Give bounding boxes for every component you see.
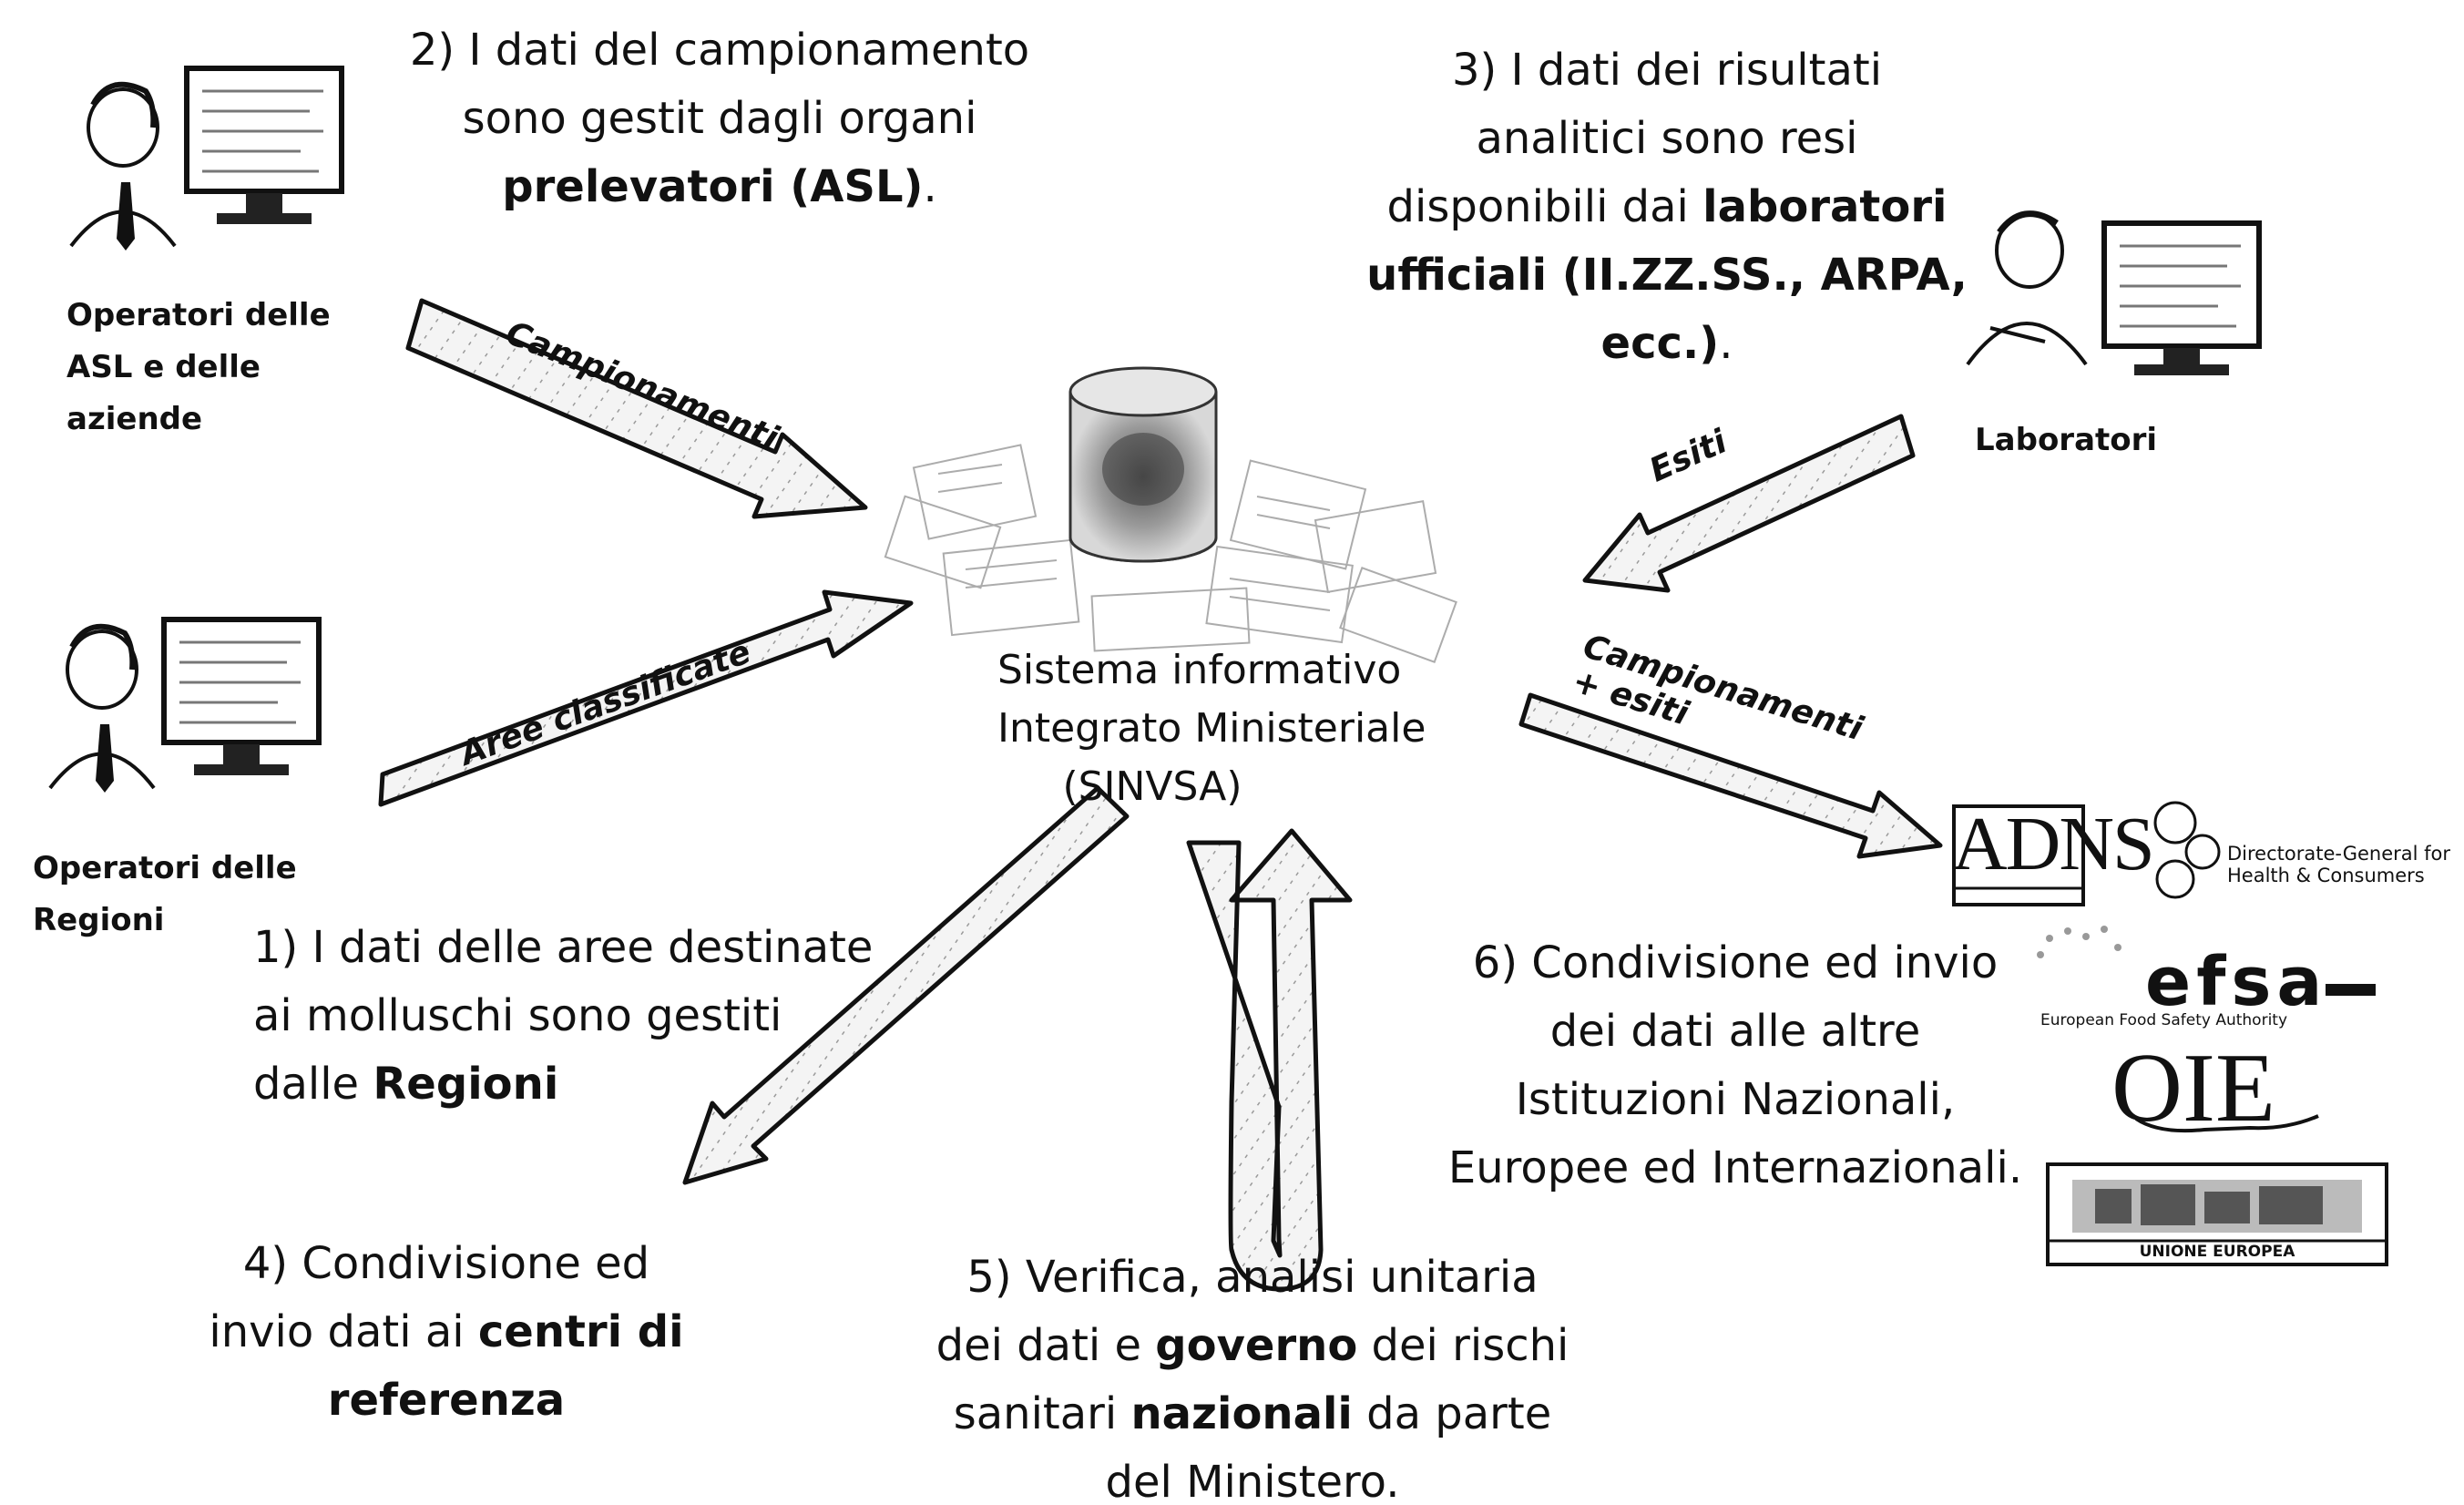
step-5-line4: del Ministero. [1105, 1457, 1400, 1505]
eu-logo-caption: UNIONE EUROPEA [2139, 1243, 2295, 1261]
step-1-line1: 1) I dati delle aree destinate [253, 922, 874, 973]
step-2-line1: 2) I dati del campionamento [409, 25, 1030, 76]
step-5-line3: sanitari nazionali da parte [911, 1380, 1594, 1449]
adns-logo [1952, 804, 2085, 906]
laboratory-operator-icon [1966, 210, 2262, 375]
laboratories-label: Laboratori [1975, 422, 2158, 458]
step-3-line2: analitici sono resi [1476, 113, 1858, 164]
efsa-logo-text: efsa [2145, 943, 2328, 1021]
step-3-line5-bold: ecc.) [1600, 318, 1720, 369]
step-5-line3-suffix: da parte [1352, 1388, 1552, 1439]
arrow-results [1582, 414, 1916, 593]
step-3-line5: ecc.). [1348, 310, 1986, 378]
step-1-line3-prefix: dalle [253, 1059, 373, 1110]
computer-monitor-icon [2101, 220, 2262, 375]
asl-operator-icon [69, 66, 344, 251]
asl-operators-label: Operatori delle ASL e delle aziende [66, 290, 331, 445]
arrow-reference-centres [682, 785, 1130, 1185]
step-5-line3-prefix: sanitari [953, 1388, 1131, 1439]
step-3-line3-prefix: disponibili dai [1386, 181, 1703, 232]
step-2-line2: sono gestit dagli organi [462, 93, 977, 144]
step-1-text: 1) I dati delle aree destinate ai mollus… [253, 914, 873, 1119]
step-4-line1: 4) Condivisione ed [242, 1238, 650, 1289]
step-3-text: 3) I dati dei risultati analitici sono r… [1348, 36, 1986, 378]
central-system-label-line3: (SINVSA) [1062, 763, 1242, 810]
step-6-line4: Europee ed Internazionali. [1447, 1142, 2023, 1193]
arrow-sampling [405, 298, 868, 519]
step-5-text: 5) Verifica, analisi unitaria dei dati e… [911, 1244, 1594, 1505]
step-3-line4: ufficiali (II.ZZ.SS., ARPA, [1348, 241, 1986, 310]
step-2-line3-suffix: . [923, 161, 937, 212]
efsa-logo [2037, 926, 2376, 996]
step-1-line2: ai molluschi sono gestiti [253, 990, 782, 1041]
step-4-line2-prefix: invio dati ai [209, 1306, 478, 1357]
dg-health-consumers-text: Directorate-General for Health & Consume… [2227, 843, 2450, 886]
step-6-text: 6) Condivisione ed invio dei dati alle a… [1421, 929, 2050, 1203]
oie-logo [2134, 1114, 2319, 1133]
step-2-text: 2) I dati del campionamento sono gestit … [355, 16, 1084, 221]
step-4-line3: referenza [173, 1367, 720, 1435]
adns-logo-text: ADNS [1952, 802, 2155, 886]
step-1-line3-bold: Regioni [373, 1059, 559, 1110]
region-operators-label-line1: Operatori delle [33, 850, 297, 886]
dg-health-consumers-line2: Health & Consumers [2227, 865, 2425, 886]
arrow-sampling-results [1518, 692, 1943, 859]
step-4-line2-bold: centri di [477, 1306, 684, 1357]
step-3-line1: 3) I dati dei risultati [1451, 45, 1883, 96]
step-5-line2-suffix: dei rischi [1357, 1320, 1569, 1371]
step-3-line3: disponibili dai laboratori [1348, 173, 1986, 241]
step-4-line3-bold: referenza [327, 1375, 566, 1426]
step-6-line3: Istituzioni Nazionali, [1515, 1074, 1956, 1125]
computer-monitor-icon [161, 617, 322, 775]
asl-operators-label-line3: aziende [66, 401, 203, 437]
step-5-line3-bold: nazionali [1130, 1388, 1353, 1439]
arrow-ministry-loop [1186, 828, 1353, 1292]
asl-operators-label-line2: ASL e delle [66, 349, 261, 385]
dg-health-consumers-logo [2153, 801, 2221, 899]
step-6-line1: 6) Condivisione ed invio [1472, 937, 1999, 988]
computer-monitor-icon [184, 66, 344, 224]
step-4-line2: invio dati ai centri di [173, 1298, 720, 1367]
oie-logo-text: OIE [2111, 1034, 2275, 1142]
region-operator-icon [48, 617, 322, 793]
step-2-line3: prelevatori (ASL). [355, 153, 1084, 221]
step-3-line3-bold: laboratori [1702, 181, 1948, 232]
central-system-label-line2: Integrato Ministeriale [997, 705, 1426, 752]
asl-operators-label-line1: Operatori delle [66, 297, 331, 333]
step-1-line3: dalle Regioni [253, 1050, 873, 1119]
step-3-line4-bold: ufficiali (II.ZZ.SS., ARPA, [1366, 250, 1968, 301]
step-6-line2: dei dati alle altre [1549, 1006, 1921, 1057]
dg-health-consumers-line1: Directorate-General for [2227, 843, 2451, 865]
step-5-line1: 5) Verifica, analisi unitaria [966, 1252, 1539, 1303]
eu-flag-logo [2046, 1162, 2388, 1266]
step-4-text: 4) Condivisione ed invio dati ai centri … [173, 1230, 720, 1435]
region-operators-label: Operatori delle Regioni [33, 843, 297, 947]
central-system-label: Sistema informativo Integrato Ministeria… [997, 641, 1426, 816]
step-5-line2-prefix: dei dati e [936, 1320, 1156, 1371]
step-3-line5-suffix: . [1719, 318, 1733, 369]
region-operators-label-line2: Regioni [33, 902, 165, 938]
step-5-line2-bold: governo [1155, 1320, 1358, 1371]
arrow-classified-areas [378, 589, 914, 807]
step-2-line3-bold: prelevatori (ASL) [502, 161, 924, 212]
central-system-label-line1: Sistema informativo [997, 647, 1402, 693]
central-database-icon [884, 366, 1457, 663]
efsa-logo-subtitle: European Food Safety Authority [2040, 1011, 2288, 1029]
step-5-line2: dei dati e governo dei rischi [911, 1312, 1594, 1380]
